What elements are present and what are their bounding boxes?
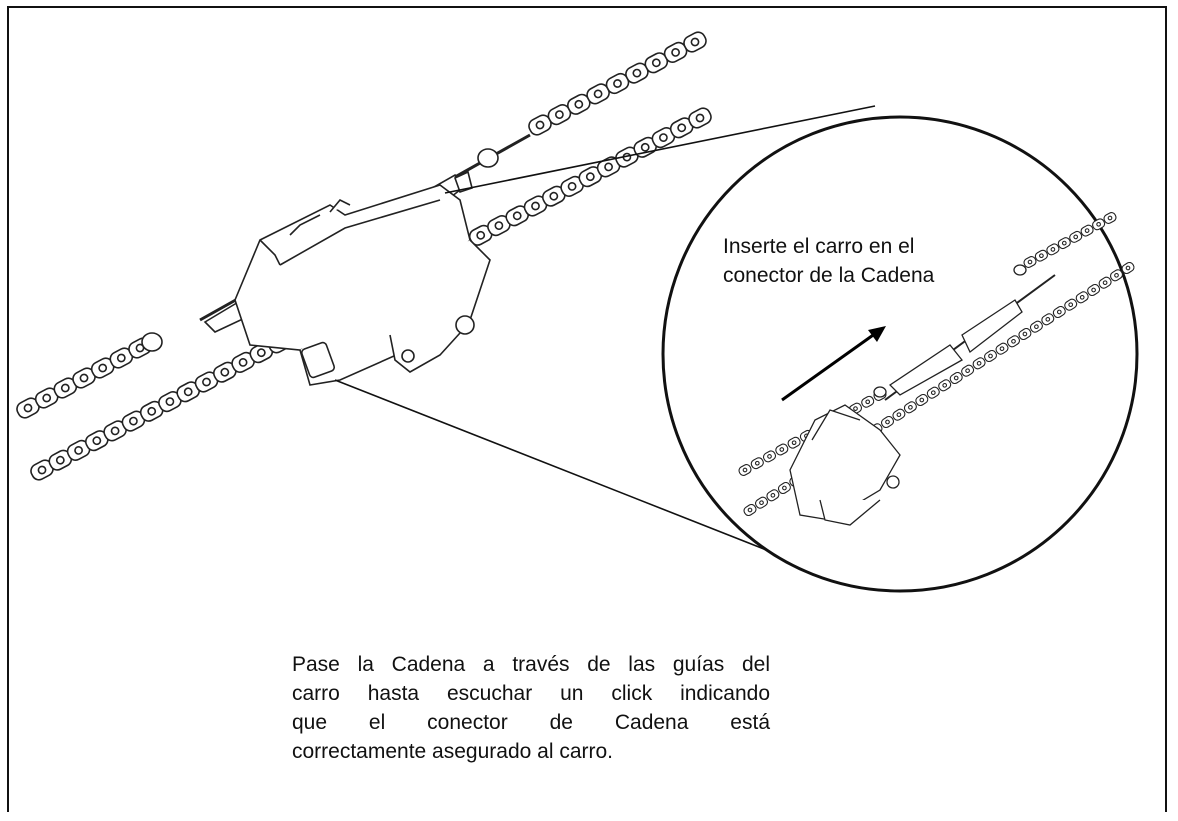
detail-zoom-circle [661, 115, 1139, 593]
callout-insert-line-2: conector de la Cadena [723, 264, 935, 287]
callout-pass-chain: Pase la Cadena a través de las guías del… [292, 650, 770, 766]
callout-insert-carriage: Inserte el carro en el conector de la Ca… [723, 232, 1013, 290]
callout-pass-line-3: que el conector de Cadena está [292, 711, 770, 734]
zoom-leader-lines [334, 105, 876, 576]
insert-direction-arrow [781, 326, 886, 402]
callout-pass-line-1: Pase la Cadena a través de las guías del [292, 653, 770, 676]
callout-insert-line-1: Inserte el carro en el [723, 235, 915, 258]
figure-frame [7, 6, 1167, 812]
callout-pass-line-4: correctamente asegurado al carro. [292, 740, 613, 763]
callout-pass-line-2: carro hasta escuchar un click indicando [292, 682, 770, 705]
carriage [234, 184, 491, 386]
